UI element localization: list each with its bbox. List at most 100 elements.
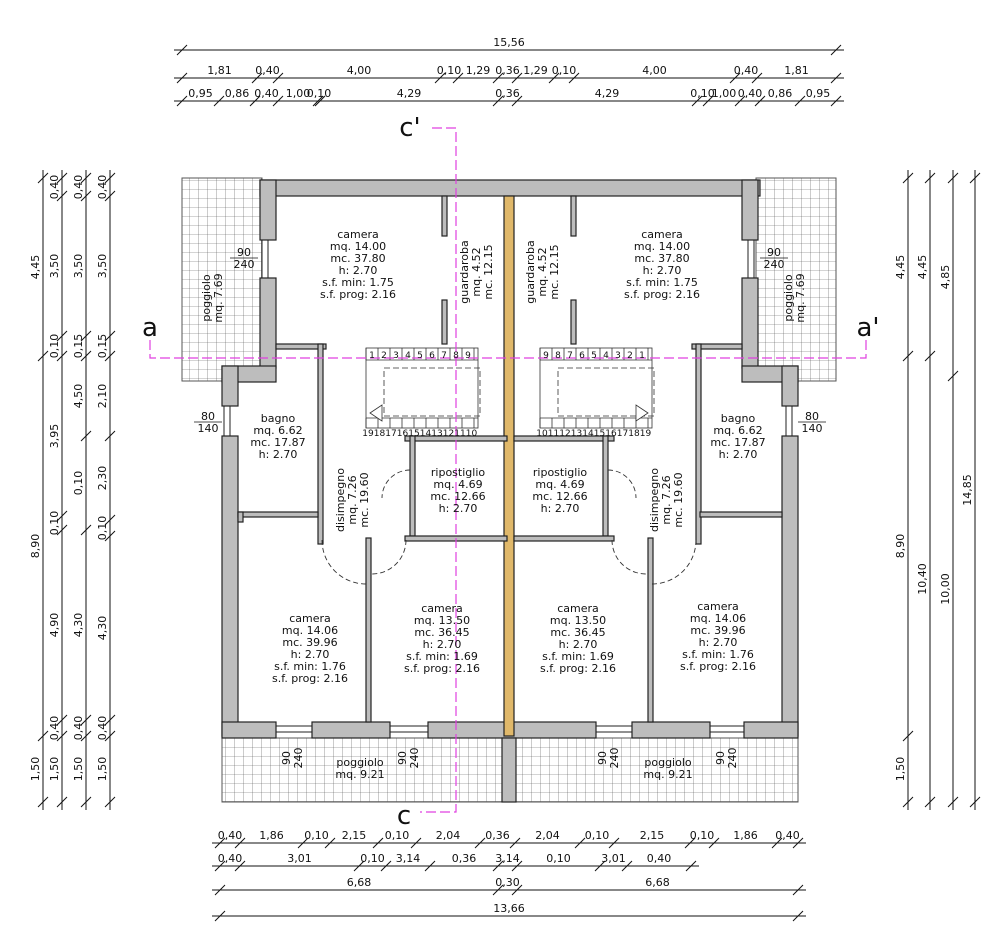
room-label: mc. 19.60 <box>358 472 371 527</box>
dim-tick <box>104 730 116 742</box>
stair-number: 9 <box>543 351 549 361</box>
dim-tick <box>56 714 68 726</box>
opening-label: 80 <box>805 410 819 423</box>
door-swing <box>607 469 637 499</box>
dim-value: 0,40 <box>647 852 672 865</box>
dim-tick <box>830 72 842 84</box>
wall-right-mid <box>781 365 799 407</box>
dim-value: 0,40 <box>738 87 763 100</box>
partition-wardrobe-r-b <box>570 299 577 345</box>
stair-number: 1 <box>639 351 645 361</box>
opening-label: 90 <box>767 246 781 259</box>
dim-tick <box>37 730 49 742</box>
room-label: mc. 37.80 <box>634 252 689 265</box>
partition-wardrobe-l-b <box>441 299 448 345</box>
door-swing <box>381 469 411 499</box>
dim-tick <box>353 860 365 872</box>
partition-wardrobe-l-a <box>441 195 448 237</box>
room-label: mc. 17.87 <box>250 436 305 449</box>
stair-number: 11 <box>548 429 559 439</box>
room-label: s.f. prog: 2.16 <box>680 660 756 673</box>
dim-tick <box>272 95 284 107</box>
stair-number: 8 <box>453 351 459 361</box>
room-label: mq. 4.52 <box>470 247 483 296</box>
dim-tick <box>424 860 436 872</box>
dim-value: 2,10 <box>96 384 109 409</box>
dim-tick <box>902 350 914 362</box>
dim-tick <box>56 730 68 742</box>
room-label: mc. 12.15 <box>548 244 561 299</box>
room-label: s.f. prog: 2.16 <box>272 672 348 685</box>
dim-tick <box>80 190 92 202</box>
dim-value: 3,50 <box>72 254 85 279</box>
dim-value: 4,00 <box>642 64 667 77</box>
room-label: bagno <box>721 412 756 425</box>
dim-tick <box>104 714 116 726</box>
room-label: disimpegno <box>334 468 347 532</box>
dim-tick <box>830 44 842 56</box>
partition-disimpegno-r <box>695 343 702 545</box>
room-label: camera <box>557 602 599 615</box>
room-label: mq. 6.62 <box>253 424 302 437</box>
dim-tick <box>80 714 92 726</box>
room-label: camera <box>641 228 683 241</box>
room-label: s.f. min: 1.69 <box>406 650 478 663</box>
dim-tick <box>969 796 981 808</box>
opening-label: 90 <box>237 246 251 259</box>
dim-tick <box>511 72 523 84</box>
stair-number: 17 <box>617 429 628 439</box>
room-label: mc. 12.15 <box>482 244 495 299</box>
dim-value: 2,15 <box>342 829 367 842</box>
partition-camera-l <box>365 537 372 723</box>
dim-value: 3,14 <box>396 852 421 865</box>
dim-tick <box>608 837 620 849</box>
dim-tick <box>902 172 914 184</box>
dim-value: 0,40 <box>218 852 243 865</box>
dim-value: 0,10 <box>304 829 329 842</box>
room-label: s.f. prog: 2.16 <box>404 662 480 675</box>
room-label: mq. 7.69 <box>794 273 807 322</box>
dim-value: 8,90 <box>894 534 907 559</box>
dim-value: 0,15 <box>96 334 109 359</box>
dim-tick <box>176 44 188 56</box>
dim-value: 0,10 <box>48 511 61 536</box>
door-swing <box>371 539 407 575</box>
dim-value: 3,50 <box>48 254 61 279</box>
room-label: s.f. min: 1.69 <box>542 650 614 663</box>
dim-value: 0,95 <box>188 87 213 100</box>
dim-value: 1,00 <box>712 87 737 100</box>
room-label: h: 2.70 <box>339 264 378 277</box>
room-label: mq. 4.52 <box>536 247 549 296</box>
opening-label: 240 <box>764 258 785 271</box>
dim-tick <box>594 860 606 872</box>
wall-top <box>259 179 761 197</box>
partition-ripostiglio-r-side <box>602 435 609 537</box>
room-label: mq. 13.50 <box>550 614 606 627</box>
room-label: mq. 9.21 <box>335 768 384 781</box>
stair-arrow <box>369 404 383 422</box>
dim-value: 1,29 <box>466 64 491 77</box>
dim-tick <box>924 796 936 808</box>
room-label: h: 2.70 <box>699 636 738 649</box>
dim-value: 4,00 <box>347 64 372 77</box>
section-label-a: a <box>142 313 158 343</box>
dim-value: 0,10 <box>360 852 385 865</box>
room-label: mq. 4.69 <box>433 478 482 491</box>
dim-value: 1,81 <box>784 64 809 77</box>
dim-tick <box>729 72 741 84</box>
dim-value: 0,10 <box>585 829 610 842</box>
walls <box>221 179 799 803</box>
dim-tick <box>947 172 959 184</box>
room-label: h: 2.70 <box>439 502 478 515</box>
dim-value: 0,10 <box>96 516 109 541</box>
partition-bagno-l <box>237 511 319 518</box>
section-line-c <box>420 127 457 813</box>
room-label: ripostiglio <box>431 466 485 479</box>
dim-tick <box>272 72 284 84</box>
opening-label: 80 <box>201 410 215 423</box>
wall-bottom-2 <box>311 721 391 739</box>
partition-landing-r <box>691 343 743 350</box>
room-label: guardaroba <box>458 240 471 303</box>
opening-label: 90 <box>280 751 293 765</box>
